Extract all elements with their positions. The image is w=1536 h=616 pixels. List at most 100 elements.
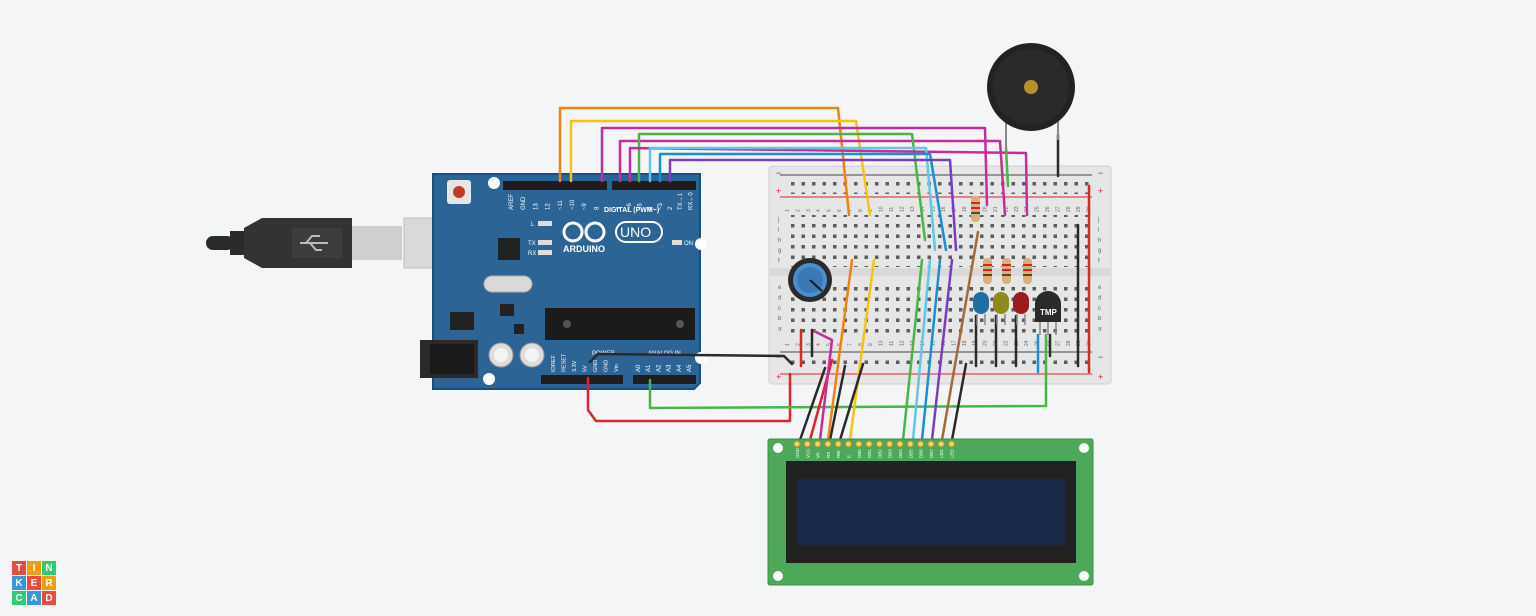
on-label: ON xyxy=(684,241,693,247)
breadboard-column-number: 9 xyxy=(868,343,874,346)
power-pin-label: 3.3V xyxy=(572,360,578,372)
lcd-pin[interactable] xyxy=(834,440,842,448)
breadboard-column-number: 11 xyxy=(889,207,895,212)
breadboard-row-letter: i xyxy=(778,227,779,233)
wire-magenta-lcd xyxy=(810,328,834,442)
breadboard-column-number: 1 xyxy=(785,209,791,212)
analog-pin-label: A0 xyxy=(636,364,642,372)
logo-letter: R xyxy=(42,576,56,590)
lcd-pin[interactable] xyxy=(906,440,914,448)
breadboard[interactable]: + − + − + − + − 112233445566778899101011… xyxy=(768,165,1112,385)
led-label-l: L xyxy=(531,222,535,228)
digital-pin-label: ~9 xyxy=(582,202,588,210)
breadboard-column-number: 10 xyxy=(879,206,885,212)
breadboard-column-number: 20 xyxy=(983,340,989,346)
wire-yellow xyxy=(569,119,872,217)
lcd-pin[interactable] xyxy=(865,440,873,448)
lcd-pin-label: RS xyxy=(826,452,831,458)
breadboard-column-number: 2 xyxy=(795,209,801,212)
rail-plus-bottom-left: + xyxy=(776,372,781,382)
lcd-pin-label: E xyxy=(847,455,852,458)
wire-red-power xyxy=(586,372,792,423)
wire-green-analog xyxy=(648,333,1048,410)
breadboard-column-number: 5 xyxy=(827,209,833,212)
analog-pin-label: A1 xyxy=(646,364,652,372)
breadboard-row-letter: j xyxy=(777,217,779,223)
wires[interactable] xyxy=(558,106,1091,442)
breadboard-column-number: 18 xyxy=(962,340,968,346)
digital-header-label: DIGITAL (PWM~) xyxy=(604,207,659,214)
rail-minus-bottom-right: − xyxy=(1098,352,1103,362)
breadboard-column-number: 10 xyxy=(879,340,885,346)
breadboard-column-number: 4 xyxy=(816,209,822,212)
breadboard-row-letter: b xyxy=(1098,316,1102,322)
rail-plus-top-left: + xyxy=(776,186,781,196)
wire-cyan-lcd xyxy=(911,258,932,442)
power-pin-label: GND xyxy=(593,360,599,372)
wire-green-lcd xyxy=(901,258,924,442)
lcd-pin-label: DB0 xyxy=(857,449,862,458)
breadboard-column-number: 2 xyxy=(795,343,801,346)
logo-letter: E xyxy=(27,576,41,590)
lcd-pin[interactable] xyxy=(948,440,955,448)
lcd-pin[interactable] xyxy=(814,440,822,448)
reset-button[interactable] xyxy=(453,186,465,198)
lcd-pin[interactable] xyxy=(937,440,945,448)
wire-magenta-2 xyxy=(618,139,1007,217)
digital-pin-label: ~11 xyxy=(558,200,564,210)
led-blue[interactable] xyxy=(973,292,989,325)
lcd-pin-label: VCC xyxy=(805,448,810,458)
piezo-buzzer[interactable] xyxy=(987,43,1075,148)
potentiometer[interactable] xyxy=(788,258,832,302)
temperature-sensor[interactable]: TMP xyxy=(1035,291,1061,335)
lcd-pin[interactable] xyxy=(793,440,801,448)
breadboard-column-number: 9 xyxy=(868,209,874,212)
lcd-pin[interactable] xyxy=(886,440,894,448)
arduino-uno-board[interactable]: ARDUINO UNO DIGITAL (PWM~) POWER ANALOG … xyxy=(420,173,707,390)
wire-black-lcd-4 xyxy=(950,362,968,442)
breadboard-column-number: 20 xyxy=(983,206,989,212)
wire-yellow-lcd xyxy=(848,258,876,442)
breadboard-column-number: 6 xyxy=(837,209,843,212)
power-pin-label: RESET xyxy=(562,353,568,372)
lcd-pin[interactable] xyxy=(927,440,935,448)
breadboard-row-letter: f xyxy=(1098,259,1100,265)
arduino-model-label: UNO xyxy=(620,224,651,240)
digital-pin-label: RX←0 xyxy=(688,192,694,210)
lcd-pin[interactable] xyxy=(896,440,904,448)
breadboard-row-letter: g xyxy=(1098,248,1101,254)
breadboard-row-letter: d xyxy=(778,295,781,301)
lcd-pin[interactable] xyxy=(845,440,852,448)
lcd-pin[interactable] xyxy=(803,440,811,448)
breadboard-row-letter: a xyxy=(778,327,782,333)
led-red[interactable] xyxy=(1013,292,1029,325)
lcd-pin[interactable] xyxy=(875,440,883,448)
breadboard-row-letter: b xyxy=(778,316,782,322)
breadboard-row-letter: a xyxy=(1098,327,1102,333)
digital-pin-label: 13 xyxy=(533,203,539,210)
led-yellow[interactable] xyxy=(993,292,1009,325)
rail-plus-bottom-right: + xyxy=(1098,372,1103,382)
lcd-pin-label: LED xyxy=(939,448,944,458)
breadboard-column-number: 22 xyxy=(1003,206,1009,212)
breadboard-row-letter: c xyxy=(1098,306,1101,312)
lcd-pin[interactable] xyxy=(855,440,863,448)
breadboard-row-letter: e xyxy=(1098,285,1102,291)
sensor-label: TMP xyxy=(1040,308,1058,317)
digital-pin-label: AREF xyxy=(509,194,515,210)
breadboard-column-number: 12 xyxy=(899,340,905,346)
logo-letter: I xyxy=(27,561,41,575)
wire-black-lcd-1 xyxy=(798,366,827,442)
wire-blue-lcd xyxy=(920,258,942,442)
lcd-pin[interactable] xyxy=(824,440,832,448)
rail-plus-top-right: + xyxy=(1098,186,1103,196)
digital-pin-label: 8 xyxy=(594,206,600,210)
rail-minus-top-right: − xyxy=(1098,168,1103,178)
analog-pin-label: A5 xyxy=(687,364,693,372)
lcd-pin[interactable] xyxy=(917,440,925,448)
breadboard-column-number: 27 xyxy=(1055,206,1061,212)
breadboard-column-number: 24 xyxy=(1024,340,1030,346)
